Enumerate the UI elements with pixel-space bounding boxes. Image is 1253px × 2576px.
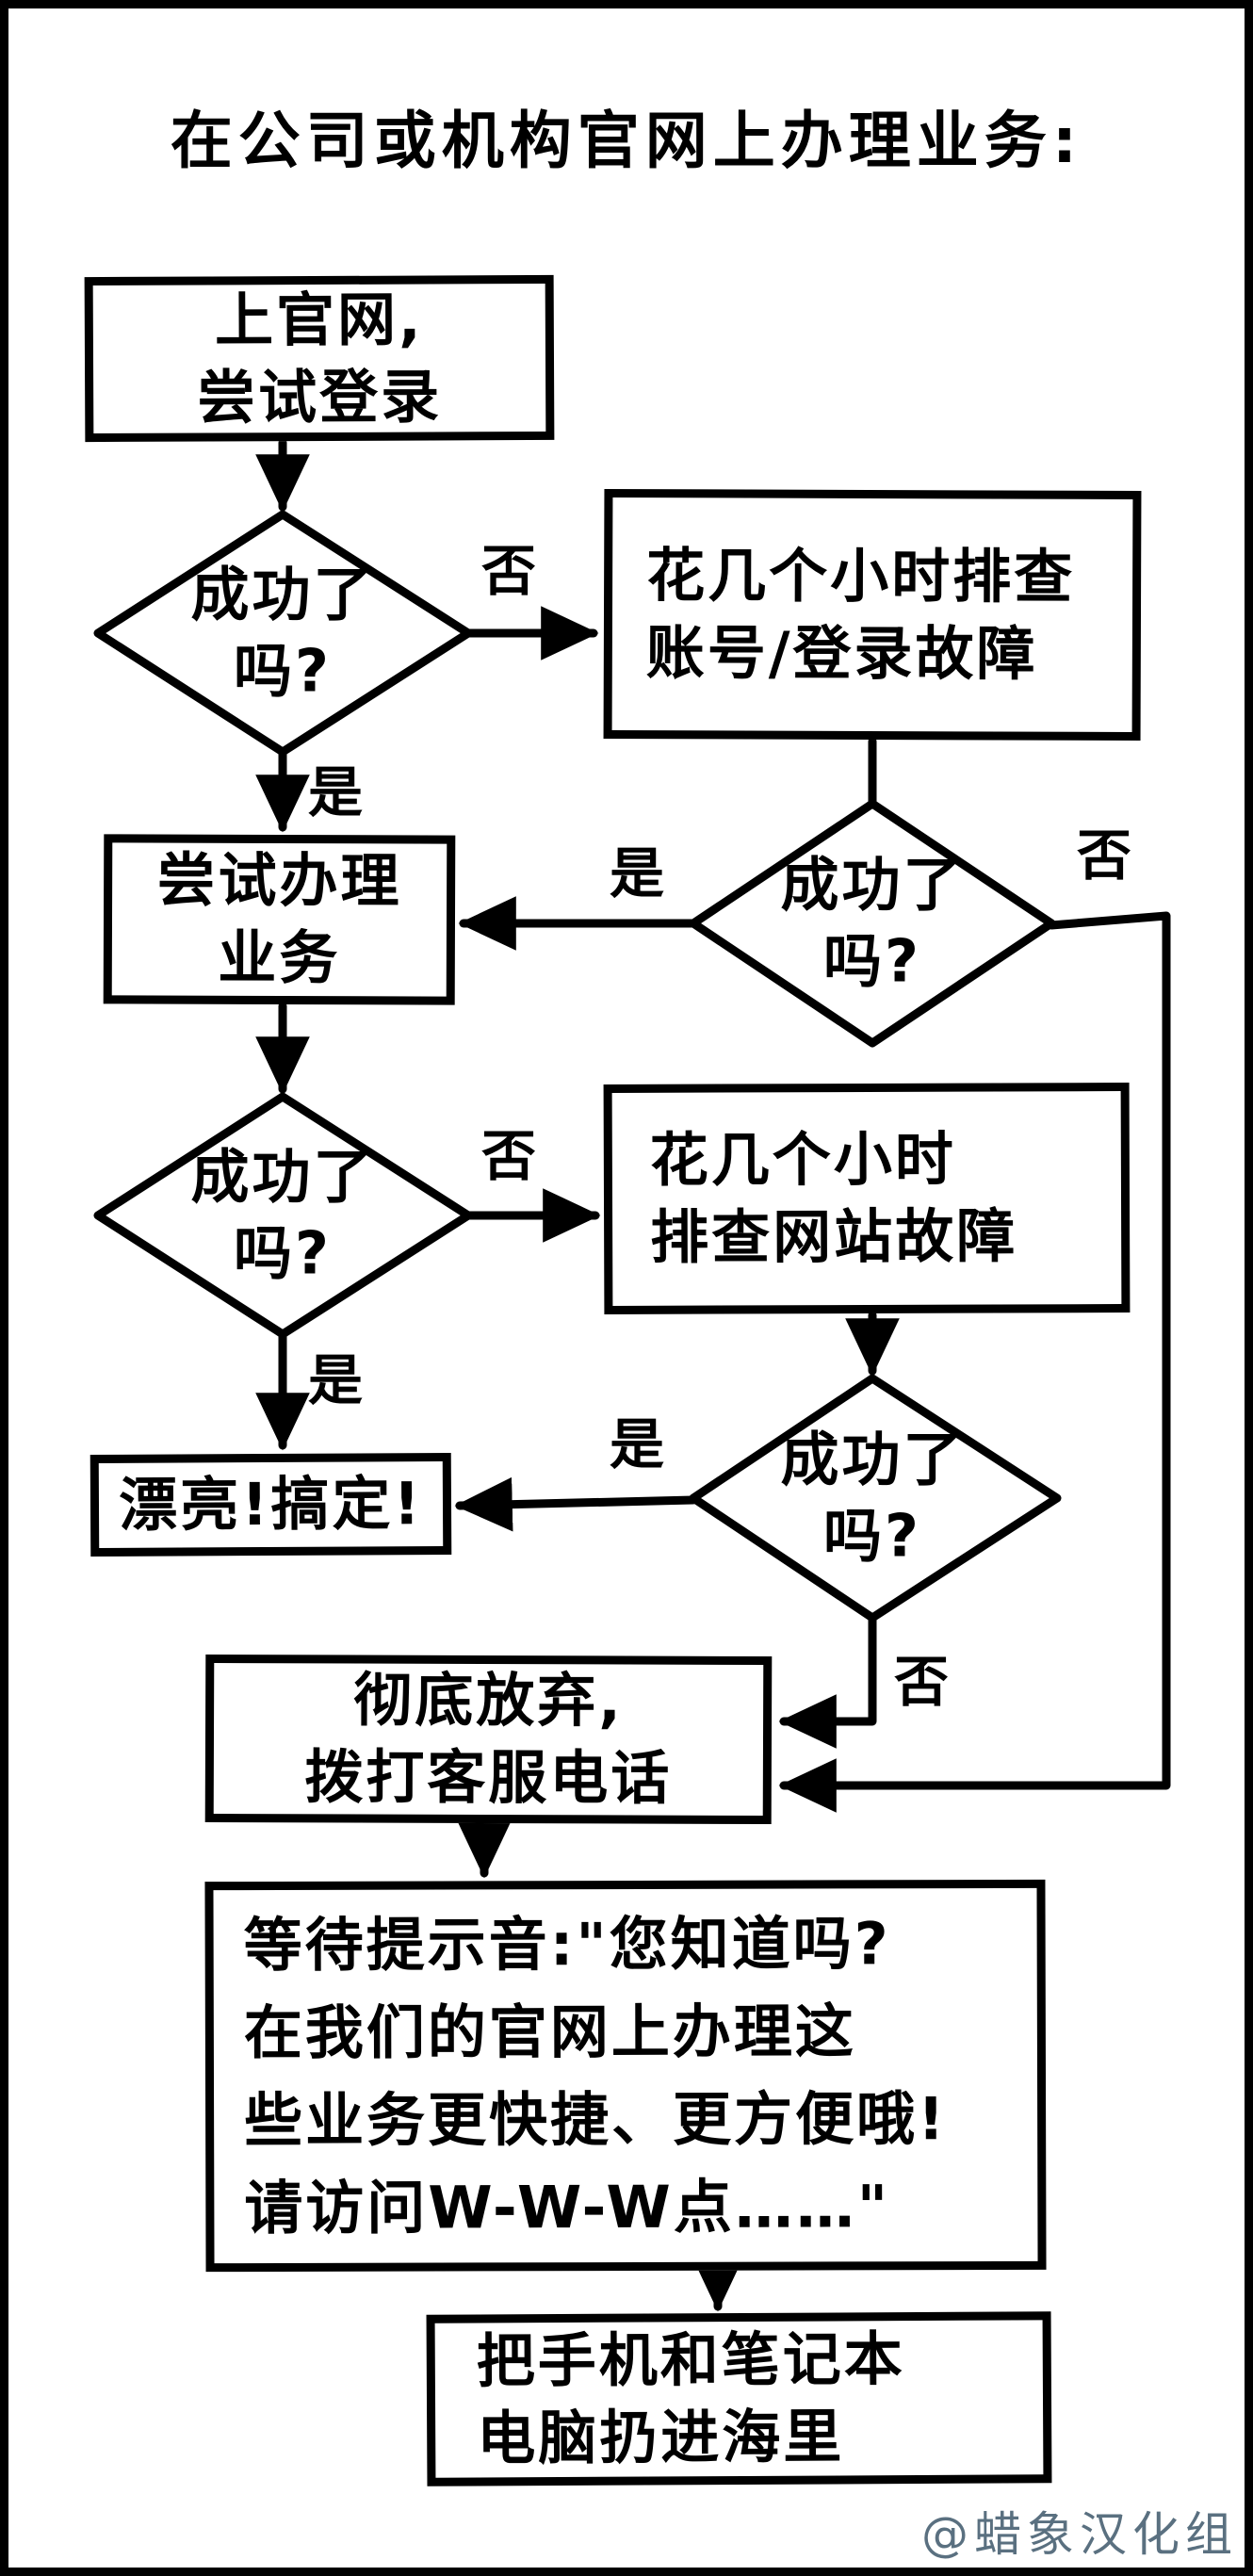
- node-done: 漂亮!搞定!: [90, 1452, 452, 1557]
- node-hold-message-line2: 在我们的官网上办理这: [243, 1997, 856, 2068]
- label-business-success-no: 否: [480, 1124, 537, 1188]
- node-start: 上官网, 尝试登录: [84, 274, 555, 443]
- node-debug-login-line1: 花几个小时排查: [646, 540, 1076, 611]
- node-throw-sea-line2: 电脑扔进海里: [477, 2402, 845, 2473]
- node-debug-login-success-line1: 成功了: [780, 850, 965, 920]
- node-debug-login-success-text: 成功了 吗?: [780, 847, 964, 999]
- node-give-up-line1: 彻底放弃,: [353, 1665, 625, 1736]
- node-debug-login-success-line2: 吗?: [823, 926, 921, 995]
- node-done-line1: 漂亮!搞定!: [119, 1469, 423, 1540]
- node-hold-message-line4: 请访问W-W-W点……": [244, 2172, 891, 2243]
- comic-title: 在公司或机构官网上办理业务:: [170, 105, 1083, 177]
- node-try-business: 尝试办理 业务: [103, 834, 456, 1005]
- node-give-up: 彻底放弃, 拨打客服电话: [204, 1654, 773, 1825]
- node-debug-site-line1: 花几个小时: [649, 1124, 956, 1195]
- diamond-debug-login-success: [689, 799, 1056, 1048]
- label-login-success-yes: 是: [307, 760, 364, 824]
- node-try-business-line1: 尝试办理: [156, 845, 402, 916]
- node-debug-login: 花几个小时排查 账号/登录故障: [603, 489, 1142, 741]
- label-debug-site-success-yes: 是: [609, 1412, 665, 1476]
- node-business-success-line1: 成功了: [190, 1142, 375, 1212]
- node-give-up-line2: 拨打客服电话: [304, 1742, 673, 1813]
- label-debug-login-success-yes: 是: [609, 841, 665, 905]
- label-business-success-yes: 是: [307, 1348, 364, 1412]
- translator-watermark: @蜡象汉化组: [921, 2507, 1238, 2562]
- node-login-success-text: 成功了 吗?: [190, 557, 374, 709]
- node-debug-site-line2: 排查网站故障: [650, 1201, 1018, 1272]
- node-start-line1: 上官网,: [214, 285, 424, 355]
- node-throw-sea: 把手机和笔记本 电脑扔进海里: [426, 2311, 1052, 2486]
- edge-debug-site-success-yes: [454, 1476, 698, 1532]
- node-try-business-line2: 业务: [218, 922, 341, 993]
- node-login-success-line1: 成功了: [190, 560, 375, 629]
- edge-debug-login-success-no: [778, 911, 1171, 1813]
- node-start-line2: 尝试登录: [197, 361, 443, 432]
- node-debug-site: 花几个小时 排查网站故障: [603, 1083, 1131, 1314]
- node-throw-sea-line1: 把手机和笔记本: [476, 2324, 905, 2396]
- label-debug-site-success-no: 否: [893, 1650, 950, 1714]
- node-login-success-line2: 吗?: [234, 636, 332, 705]
- node-hold-message-line3: 些业务更快捷、更方便哦!: [244, 2084, 948, 2156]
- node-hold-message-line1: 等待提示音:"您知道吗?: [243, 1909, 891, 1981]
- node-hold-message: 等待提示音:"您知道吗? 在我们的官网上办理这 些业务更快捷、更方便哦! 请访问…: [204, 1879, 1047, 2273]
- node-business-success-text: 成功了 吗?: [190, 1139, 374, 1291]
- edge-debug-site-success-no: [778, 1613, 877, 1749]
- node-debug-site-success-text: 成功了 吗?: [780, 1422, 964, 1573]
- label-debug-login-success-no: 否: [1076, 823, 1132, 888]
- node-debug-login-line2: 账号/登录故障: [645, 617, 1038, 689]
- label-login-success-no: 否: [480, 539, 537, 603]
- node-business-success-line2: 吗?: [234, 1218, 332, 1287]
- node-debug-site-success-line1: 成功了: [780, 1425, 965, 1494]
- node-debug-site-success-line2: 吗?: [823, 1501, 921, 1570]
